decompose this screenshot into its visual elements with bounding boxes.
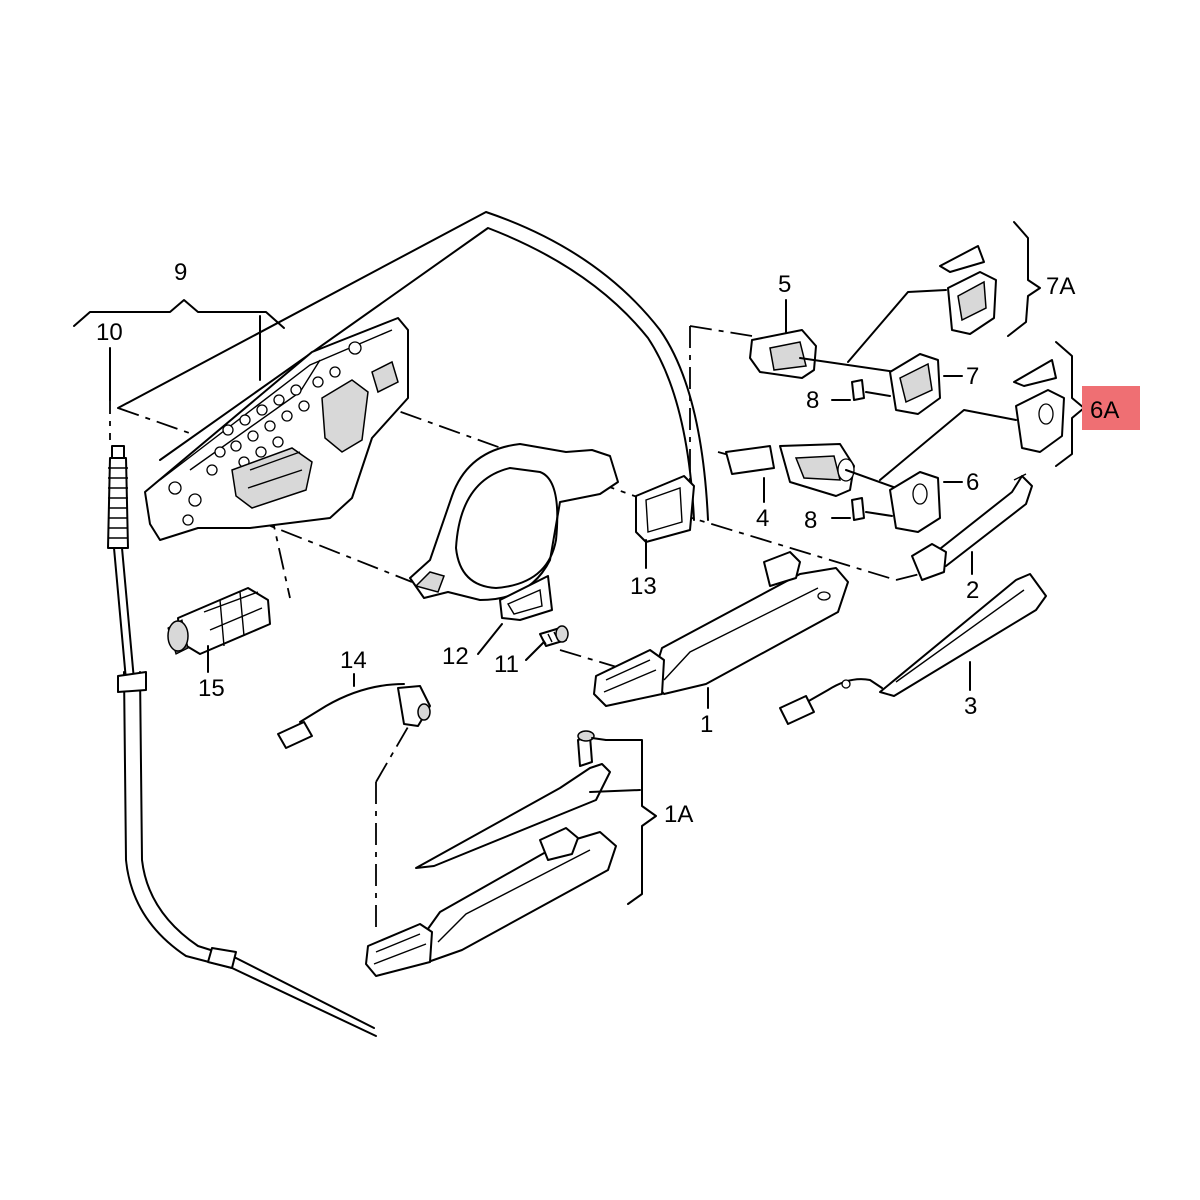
- lock-cylinder-part-4: [725, 443, 897, 497]
- callout-14: 14: [340, 647, 367, 674]
- callout-5: 5: [778, 271, 791, 298]
- callout-13: 13: [630, 573, 657, 600]
- handle-seal-part-2: [911, 473, 1033, 581]
- clip-part-8-lower: [851, 497, 893, 521]
- callout-1a: 1A: [664, 801, 693, 828]
- cap-set-part-7a: [847, 245, 997, 363]
- callout-1: 1: [700, 711, 713, 738]
- cap-part-6: [889, 471, 941, 533]
- callout-8-lower: 8: [804, 507, 817, 534]
- callout-7a: 7A: [1046, 273, 1075, 300]
- bracket-holes: [168, 341, 362, 526]
- cap-set-part-6a: [879, 359, 1065, 481]
- callout-15: 15: [198, 675, 225, 702]
- handle-insert-part-3: [779, 573, 1047, 725]
- handle-escutcheon-trim: [409, 443, 619, 601]
- carrier-bracket-part-9: [144, 317, 409, 541]
- handle-assembly-part-1a: [365, 730, 617, 977]
- callout-6a: 6A: [1090, 397, 1119, 424]
- clip-part-8-upper: [851, 379, 891, 401]
- callout-12: 12: [442, 643, 469, 670]
- callout-9: 9: [174, 259, 187, 286]
- seal-part-13: [635, 475, 695, 543]
- callout-8-upper: 8: [806, 387, 819, 414]
- screw-part-11: [539, 625, 569, 647]
- callout-labels: 9 10 15 14 13 12 11 1 1A 2 3 4 5 6 6A 7 …: [96, 259, 1119, 828]
- lock-housing-part-5: [749, 329, 897, 379]
- callout-6: 6: [966, 469, 979, 496]
- callout-10: 10: [96, 319, 123, 346]
- door-panel-outline: [117, 211, 709, 521]
- bowden-cable-part-10: [107, 445, 377, 1037]
- callout-7: 7: [966, 363, 979, 390]
- door-handle-part-1: [593, 551, 849, 707]
- wiring-harness-part-14: [277, 683, 431, 749]
- callout-4: 4: [756, 505, 769, 532]
- gasket-part-12: [499, 575, 553, 621]
- connector-part-15: [167, 587, 271, 655]
- callout-11: 11: [494, 651, 519, 678]
- callout-2: 2: [966, 577, 979, 604]
- part-6a-highlight: [1082, 386, 1140, 430]
- cap-part-7: [889, 353, 941, 415]
- callout-3: 3: [964, 693, 977, 720]
